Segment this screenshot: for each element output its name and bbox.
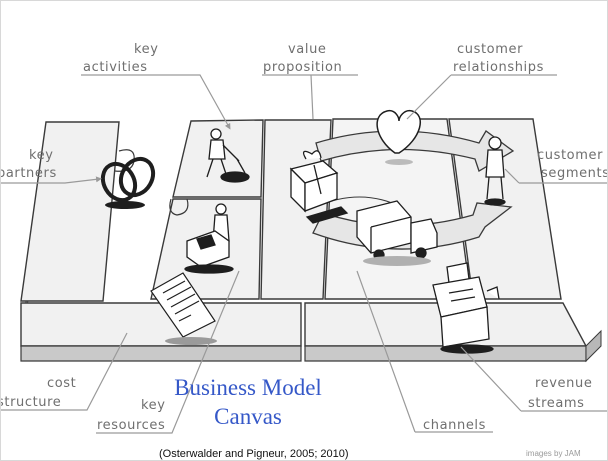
- image-credit: images by JAM: [526, 449, 581, 458]
- block-cost-structure: [20, 302, 302, 347]
- label-customer-relationships-line1: customer: [457, 42, 524, 57]
- label-cost-structure-line2: structure: [0, 395, 62, 410]
- label-value-proposition-line1: value: [288, 42, 327, 57]
- label-customer-relationships-line2: relationships: [453, 60, 544, 75]
- label-channels: channels: [423, 418, 487, 433]
- cash-register-icon: [432, 262, 500, 354]
- label-key-resources-line2: resources: [97, 418, 166, 433]
- label-key-activities-line2: activities: [83, 60, 148, 75]
- label-key-activities-line1: key: [134, 42, 159, 57]
- person-icon: [484, 136, 506, 206]
- invoice-icon: [150, 272, 217, 345]
- worker-digging-icon: [206, 128, 250, 183]
- block-key-partners: [20, 121, 120, 302]
- rings-icon: [100, 156, 156, 209]
- title-line2: Canvas: [214, 404, 282, 429]
- label-customer-segments-line2: segments: [541, 166, 608, 181]
- truck-icon: [356, 200, 438, 266]
- citation: (Osterwalder and Pigneur, 2005; 2010): [159, 448, 349, 460]
- label-revenue-streams-line1: revenue: [535, 376, 593, 391]
- leader-lines: [1, 74, 607, 434]
- label-key-partners-line2: partners: [0, 166, 57, 181]
- title-line1: Business Model: [174, 375, 322, 400]
- label-value-proposition-line2: proposition: [263, 60, 343, 75]
- gift-box-icon: [289, 150, 349, 224]
- label-key-resources-line1: key: [141, 398, 166, 413]
- label-key-partners-line1: key: [29, 148, 54, 163]
- page-title: Business Model Canvas: [173, 373, 323, 431]
- label-cost-structure-line1: cost: [47, 376, 77, 391]
- board-right-face: [585, 329, 602, 363]
- worker-machine-icon: [184, 203, 234, 274]
- heart-icon: [376, 109, 421, 165]
- board-front-edge: [20, 345, 302, 362]
- label-revenue-streams-line2: streams: [528, 396, 585, 411]
- puzzle-notch: [169, 198, 189, 216]
- label-customer-segments-line1: customer: [537, 148, 604, 163]
